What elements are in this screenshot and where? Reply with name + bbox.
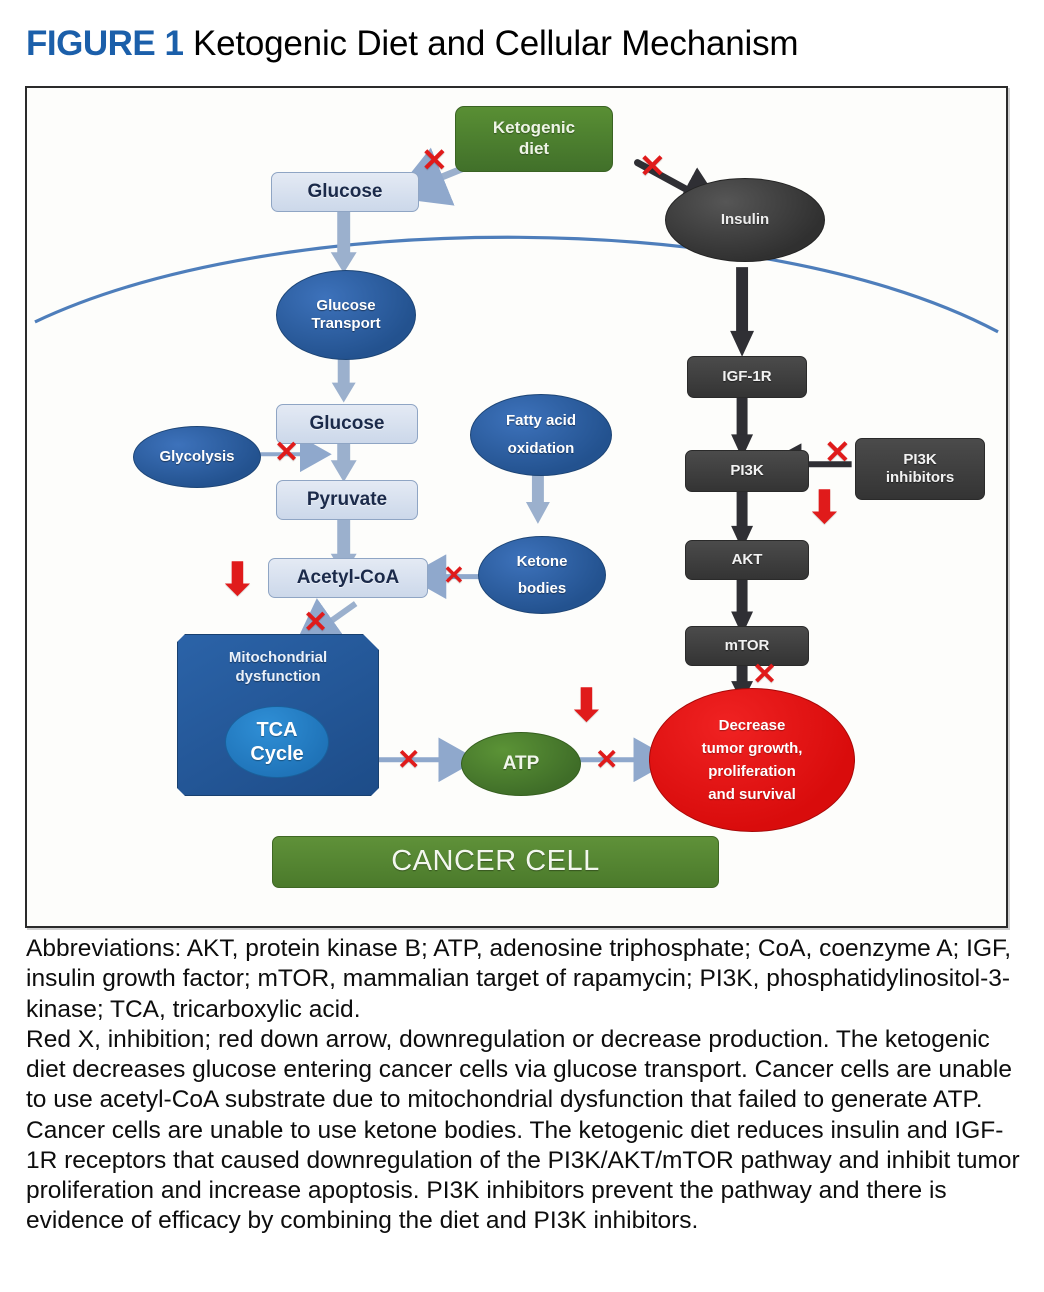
node-insulin-label: Insulin: [720, 210, 770, 228]
node-fatty-acid-oxidation[interactable]: Fatty acid oxidation: [470, 394, 612, 476]
connector-layer: [34, 147, 999, 783]
red-down-arrow-icon-acetyl-coa: ⬇: [219, 555, 256, 604]
caption-body: Red X, inhibition; red down arrow, downr…: [26, 1025, 1020, 1235]
caption-abbreviations: Abbreviations: AKT, protein kinase B; AT…: [26, 935, 1012, 1023]
node-insulin[interactable]: Insulin: [665, 178, 825, 262]
node-pi3k-inhibitors[interactable]: PI3K inhibitors: [855, 438, 985, 500]
figure-caption: Abbreviations: AKT, protein kinase B; AT…: [26, 934, 1026, 1237]
node-glucose-intracellular-label: Glucose: [309, 413, 385, 435]
node-tca-cycle[interactable]: TCA Cycle: [225, 706, 329, 778]
red-x-icon-tca-atp: ✕: [397, 744, 421, 775]
node-glucose-extracellular[interactable]: Glucose: [271, 172, 419, 212]
node-acetyl-coa[interactable]: Acetyl-CoA: [268, 558, 428, 598]
node-pyruvate[interactable]: Pyruvate: [276, 480, 418, 520]
banner-cancer-cell: CANCER CELL: [272, 836, 719, 888]
figure-title-text: Ketogenic Diet and Cellular Mechanism: [183, 24, 799, 63]
figure-frame: Ketogenic diet Glucose Insulin Glucose T…: [25, 86, 1008, 928]
node-ketone-bodies[interactable]: Ketone bodies: [478, 536, 606, 614]
node-ketone-bodies-label: Ketone bodies: [516, 553, 568, 597]
node-pi3k-label: PI3K: [730, 461, 764, 479]
node-ketogenic-diet-label: Ketogenic diet: [492, 118, 576, 158]
node-glycolysis-label: Glycolysis: [159, 447, 235, 465]
node-pi3k-inhibitors-label: PI3K inhibitors: [885, 450, 955, 486]
node-glucose-transport[interactable]: Glucose Transport: [276, 270, 416, 360]
node-glucose-transport-label: Glucose Transport: [311, 296, 381, 332]
node-pi3k[interactable]: PI3K: [685, 450, 809, 492]
node-atp-label: ATP: [502, 753, 540, 775]
node-acetyl-coa-label: Acetyl-CoA: [296, 567, 400, 589]
red-x-icon-mtor-outcome: ✕: [752, 658, 778, 691]
node-igf1r[interactable]: IGF-1R: [687, 356, 807, 398]
node-mtor-label: mTOR: [724, 636, 770, 654]
node-igf1r-label: IGF-1R: [722, 367, 772, 385]
node-tca-cycle-label: TCA Cycle: [250, 718, 304, 765]
node-mtor[interactable]: mTOR: [685, 626, 809, 666]
node-pyruvate-label: Pyruvate: [306, 489, 388, 511]
red-x-icon-glucose-uptake: ✕: [421, 142, 448, 178]
node-fatty-acid-oxidation-label: Fatty acid oxidation: [505, 411, 577, 458]
node-akt-label: AKT: [731, 550, 763, 568]
red-x-icon-atp-outcome: ✕: [595, 744, 619, 775]
red-x-icon-pi3k-inhibition: ✕: [824, 434, 851, 470]
node-glycolysis[interactable]: Glycolysis: [133, 426, 261, 488]
node-mitochondrial-dysfunction-label: Mitochondrial dysfunction: [228, 649, 328, 685]
node-atp[interactable]: ATP: [461, 732, 581, 796]
red-x-icon-glycolysis: ✕: [274, 436, 300, 469]
node-glucose-intracellular[interactable]: Glucose: [276, 404, 418, 444]
red-x-icon-acetyl-coa: ✕: [303, 606, 329, 639]
red-down-arrow-icon-akt: ⬇: [806, 483, 843, 532]
figure-number: FIGURE 1: [26, 24, 184, 63]
figure-canvas: Ketogenic diet Glucose Insulin Glucose T…: [27, 88, 1006, 926]
node-glucose-extracellular-label: Glucose: [307, 181, 383, 203]
page-title: FIGURE 1 Ketogenic Diet and Cellular Mec…: [26, 24, 1016, 64]
node-outcome-label: Decrease tumor growth, proliferation and…: [701, 716, 803, 804]
node-ketogenic-diet[interactable]: Ketogenic diet: [455, 106, 613, 172]
node-outcome[interactable]: Decrease tumor growth, proliferation and…: [649, 688, 855, 832]
red-x-icon-ketone-bodies: ✕: [443, 560, 465, 590]
banner-cancer-cell-label: CANCER CELL: [391, 845, 600, 878]
red-down-arrow-icon-atp: ⬇: [568, 681, 605, 730]
red-x-icon-insulin: ✕: [639, 148, 666, 184]
node-akt[interactable]: AKT: [685, 540, 809, 580]
